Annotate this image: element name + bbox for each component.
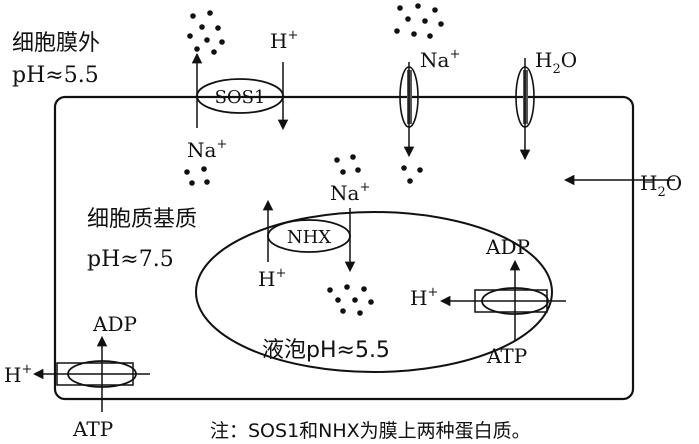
outside-ph: pH≈5.5: [12, 63, 99, 88]
cytoplasm-title: 细胞质基质: [87, 207, 197, 232]
vacuole-pump-h-label: H+: [410, 285, 438, 310]
sos1-label: SOS1: [215, 87, 266, 108]
membrane-atp-label: ATP: [72, 417, 113, 441]
cytoplasm-ph: pH≈7.5: [87, 247, 174, 272]
na-particles-cytoplasm-nhx: [334, 154, 361, 175]
nhx-label: NHX: [287, 227, 331, 248]
na-particles-cytoplasm-left: [184, 166, 210, 186]
na-particles-outside-right: [394, 3, 444, 39]
nhx-na-label: Na+: [330, 180, 370, 205]
vacuole-adp-label: ADP: [485, 235, 530, 259]
diagram-note: 注：SOS1和NHX为膜上两种蛋白质。: [210, 420, 531, 442]
cell-membrane: [53, 95, 635, 401]
nhx-h-label: H+: [258, 266, 286, 291]
membrane-pump-h-label: H+: [4, 362, 32, 387]
sos1-na-label: Na+: [187, 137, 227, 162]
water-entry-label: H2O: [640, 171, 682, 200]
vacuole-membrane: [195, 211, 553, 373]
sos1-h-label: H+: [270, 28, 298, 53]
vacuole-label: 液泡pH≈5.5: [262, 338, 390, 363]
outside-title: 细胞膜外: [12, 31, 100, 56]
na-particles-channel-inside: [401, 165, 423, 184]
na-particles-vacuole: [327, 284, 374, 316]
membrane-adp-label: ADP: [92, 312, 137, 336]
na-channel-label: Na+: [420, 47, 460, 72]
na-particles-outside-left: [187, 10, 225, 55]
vacuole-atp-label: ATP: [486, 344, 527, 368]
water-channel-label: H2O: [535, 48, 577, 77]
